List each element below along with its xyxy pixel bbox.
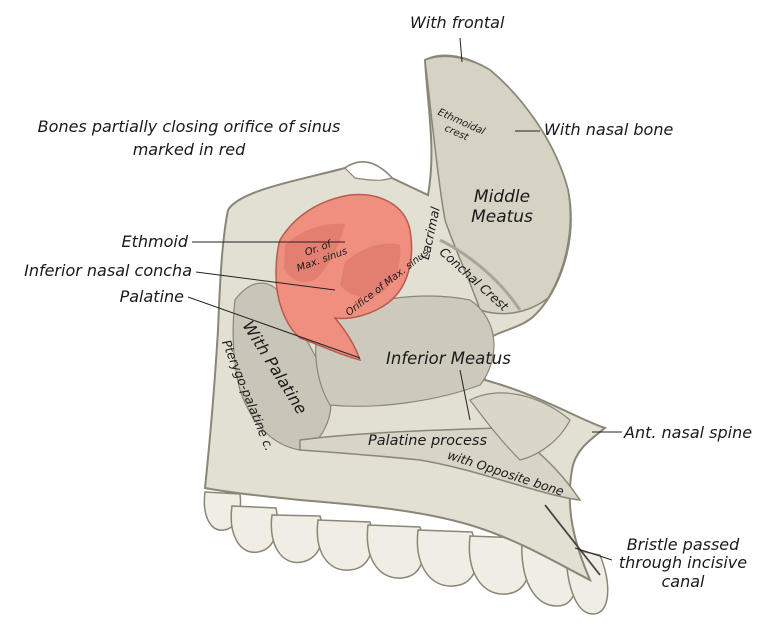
label-ethmoid: Ethmoid bbox=[121, 232, 189, 251]
label-bristle-line3: canal bbox=[661, 571, 705, 591]
label-bristle: Bristle passed through incisive canal bbox=[608, 535, 758, 591]
label-with-frontal: With frontal bbox=[410, 13, 505, 32]
frontal-process bbox=[424, 55, 571, 315]
nasal-cavity-floor bbox=[315, 295, 495, 407]
label-ant-nasal-spine: Ant. nasal spine bbox=[624, 423, 753, 442]
leader-lines bbox=[187, 37, 622, 561]
label-bristle-line2: through incisive bbox=[618, 553, 748, 573]
label-middle-meatus: Middle Meatus bbox=[460, 187, 544, 227]
bristle bbox=[544, 504, 601, 576]
label-bristle-line1: Bristle passed bbox=[626, 535, 740, 554]
label-inferior-meatus: Inferior Meatus bbox=[386, 349, 511, 368]
caption-line-2: marked in red bbox=[132, 140, 246, 159]
label-middle-meatus-line1: Middle bbox=[473, 187, 531, 207]
caption-line-1: Bones partially closing orifice of sinus bbox=[37, 117, 341, 136]
label-palatine-process: Palatine process bbox=[368, 433, 488, 449]
label-palatine: Palatine bbox=[119, 287, 184, 306]
label-middle-meatus-line2: Meatus bbox=[471, 206, 533, 227]
label-with-nasal-bone: With nasal bone bbox=[544, 120, 674, 139]
label-inferior-nasal-concha: Inferior nasal concha bbox=[24, 261, 192, 280]
